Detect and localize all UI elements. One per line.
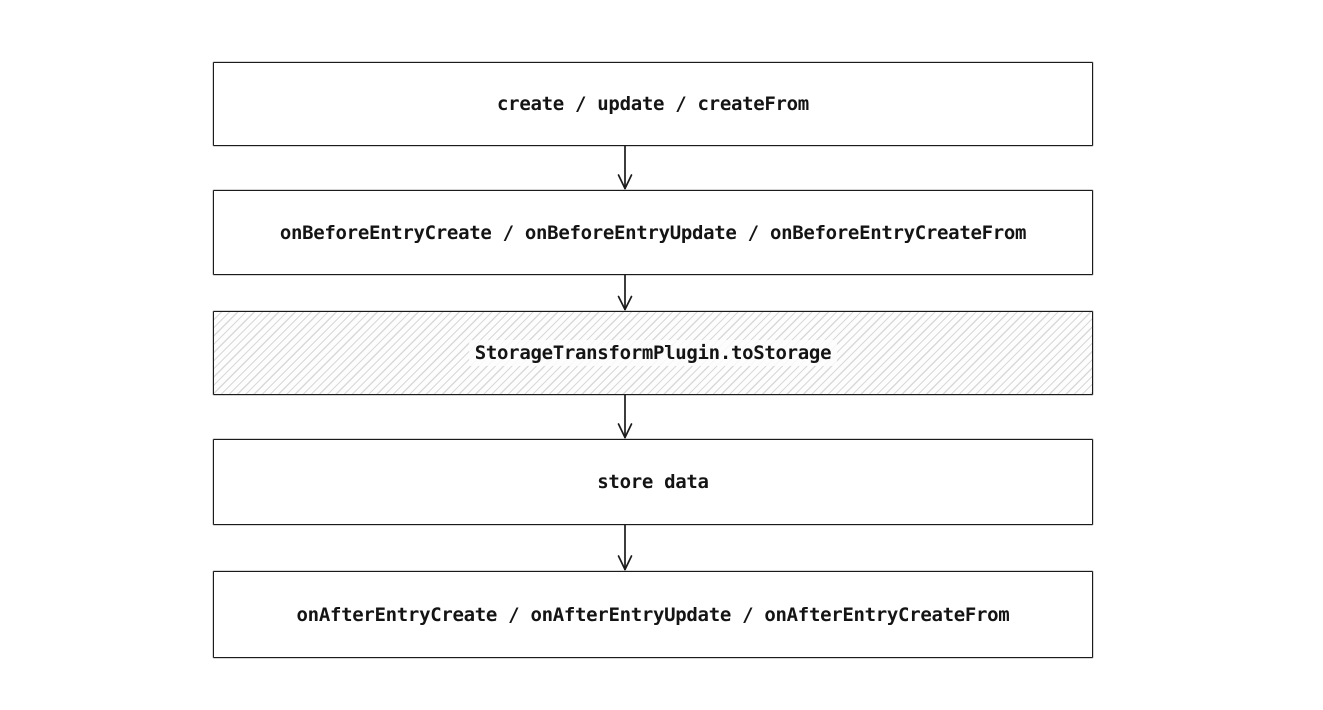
node-label-onbefore-hooks: onBeforeEntryCreate / onBeforeEntryUpdat…	[279, 221, 1027, 244]
flow-node-store-data: store data	[213, 439, 1093, 525]
flow-arrow-down-4	[617, 525, 633, 571]
flow-node-storage-transform-tostorage: StorageTransformPlugin.toStorage	[213, 311, 1093, 395]
flow-arrow-down-2	[617, 275, 633, 311]
flow-node-onafter-hooks: onAfterEntryCreate / onAfterEntryUpdate …	[213, 571, 1093, 658]
node-label-store-data: store data	[597, 471, 709, 493]
flow-node-onbefore-hooks: onBeforeEntryCreate / onBeforeEntryUpdat…	[213, 190, 1093, 275]
node-label-storage-transform-tostorage: StorageTransformPlugin.toStorage	[468, 340, 838, 366]
flow-arrow-down-1	[617, 146, 633, 190]
flow-node-create-update-createfrom: create / update / createFrom	[213, 62, 1093, 146]
node-label-onafter-hooks: onAfterEntryCreate / onAfterEntryUpdate …	[296, 603, 1010, 626]
node-label-create-update-createfrom: create / update / createFrom	[497, 93, 809, 115]
flow-arrow-down-3	[617, 395, 633, 439]
